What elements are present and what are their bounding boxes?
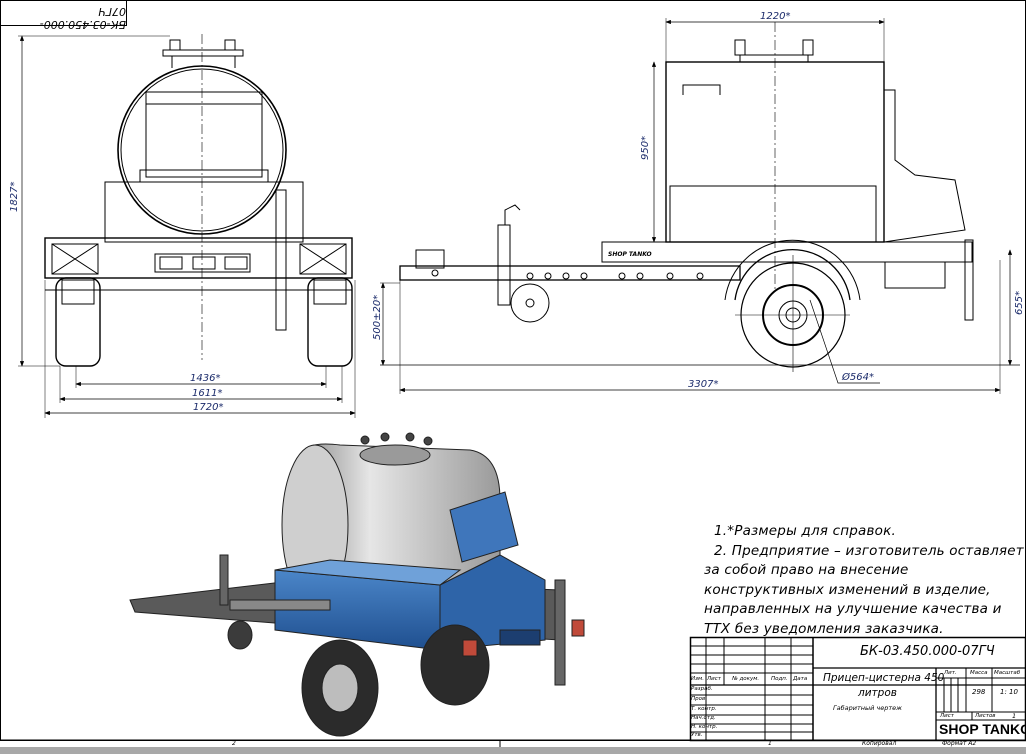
dim-hitch-height: 500±20*	[372, 295, 383, 340]
dim-track-1436: 1436*	[190, 373, 220, 384]
rotated-designation: БК-03.450.000-07ГЧ	[39, 5, 126, 31]
note-1: 1.*Размеры для справок.	[714, 523, 896, 539]
dim-tank-length-1220: 1220*	[760, 11, 790, 22]
col-doc: № докум.	[732, 676, 760, 682]
sheets-value: 1	[1012, 712, 1017, 720]
dim-width-1611: 1611*	[192, 388, 222, 399]
isometric-view	[129, 432, 585, 737]
doc-type: Габаритный чертеж	[833, 704, 903, 712]
scale-value: 1: 10	[1000, 688, 1018, 696]
row-nkontr: Н. контр.	[691, 724, 718, 730]
notes: 1.*Размеры для справок. 2. Предприятие –…	[704, 522, 1026, 639]
dim-wheel-diameter: Ø564*	[841, 371, 874, 383]
mass-value: 298	[972, 688, 986, 696]
dim-total-length-3307: 3307*	[688, 379, 718, 390]
zone-2: 2	[232, 740, 236, 747]
row-utv: Утв.	[691, 732, 703, 738]
col-date: Дата	[793, 676, 808, 682]
mass-label: Масса	[970, 670, 988, 676]
dim-tank-height-950: 950*	[640, 136, 651, 160]
product-name-2: литров	[858, 687, 897, 699]
dim-height-1827: 1827*	[9, 182, 20, 212]
rotated-code-box: БК-03.450.000-07ГЧ	[0, 0, 127, 31]
row-prov: Пров.	[691, 696, 707, 702]
row-tkontr: Т. контр.	[691, 706, 717, 712]
designation: БК-03.450.000-07ГЧ	[860, 644, 995, 659]
sheets-label: Листов	[975, 713, 996, 719]
col-izm: Изм.	[691, 676, 704, 682]
product-name-1: Прицеп-цистерна 450	[823, 672, 945, 684]
format-label: Формат А2	[942, 740, 977, 747]
side-view	[380, 18, 1020, 394]
note-2: 2. Предприятие – изготовитель оставляет …	[704, 542, 1024, 637]
copied-label: Копировал	[862, 740, 897, 747]
row-razrab: Разраб.	[691, 686, 713, 692]
bottom-bar	[0, 747, 1026, 754]
zone-1: 1	[768, 740, 772, 747]
dim-width-1720: 1720*	[193, 402, 223, 413]
col-sign: Подп.	[771, 676, 788, 682]
sheet-label: Лист	[940, 713, 954, 719]
company-name: SHOP TANKO	[939, 721, 1026, 737]
dim-frame-height-655: 655*	[1014, 291, 1025, 315]
row-nachotd: Нач.отд.	[691, 715, 716, 721]
scale-label: Масштаб	[994, 670, 1021, 676]
lit-label: Лит.	[944, 670, 957, 676]
col-list: Лист	[707, 676, 721, 682]
front-view	[18, 34, 356, 418]
frame-logo: SHOP TANKO	[608, 251, 652, 258]
